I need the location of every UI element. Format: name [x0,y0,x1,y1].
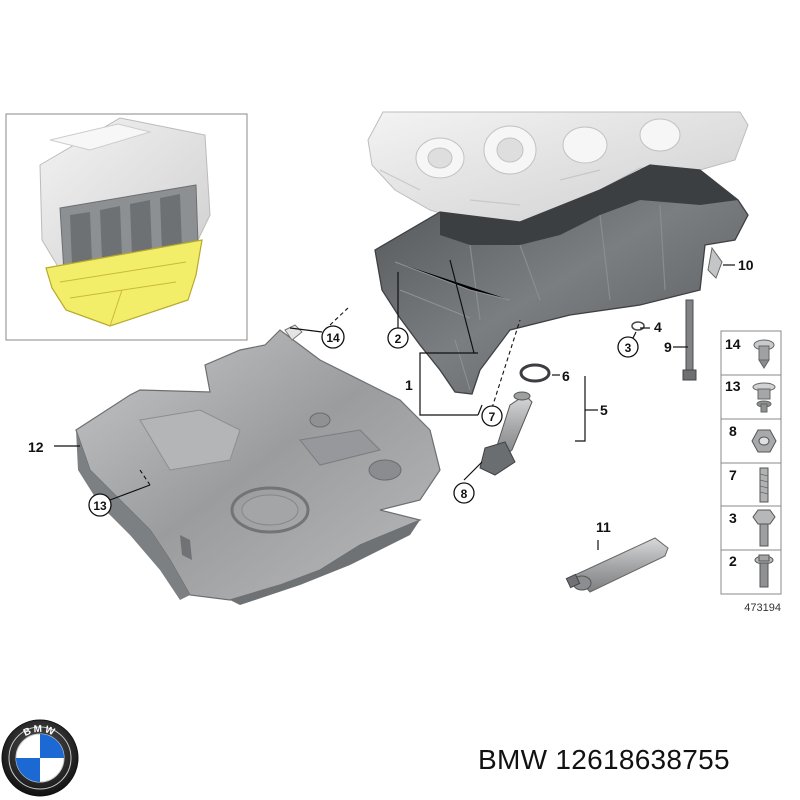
brand-name: BMW [478,744,548,775]
fastener-7-stud-icon [759,467,769,503]
legend-label-2: 2 [729,553,737,569]
callout-7-circle [481,405,503,427]
svg-text:BMW: BMW [22,724,58,739]
legend-label-8: 8 [729,423,737,439]
callout-9: 9 [664,339,672,355]
engine-block-illustration [367,111,749,223]
dipstick-guide-5-illustration [479,391,533,476]
fastener-legend: 14 13 8 7 3 2 [720,330,782,595]
fastener-13-icon [752,382,776,413]
bolt-9-illustration [682,299,697,381]
part-number: 12618638755 [555,744,730,775]
callout-7: 7 [489,410,496,424]
legend-label-3: 3 [729,510,737,526]
callout-11: 11 [596,519,611,535]
fastener-2-bolt-icon [754,554,774,588]
sealant-tube-11-illustration [565,537,669,593]
gasket-6-illustration [519,363,551,383]
callout-14-circle [321,325,345,349]
legend-label-14: 14 [725,336,741,352]
callout-1: 1 [405,377,413,393]
callout-13: 13 [93,499,107,513]
fastener-3-bolt-icon [752,509,776,547]
callout-5: 5 [600,402,608,418]
legend-label-7: 7 [729,467,737,483]
bmw-logo: BMW [1,719,79,797]
callout-8: 8 [461,487,468,501]
fastener-8-nut-icon [751,429,777,453]
bmw-logo-text: BMW [22,724,56,739]
sensor-8-illustration [479,441,516,476]
callout-13-circle [88,493,112,517]
underbody-shield-illustration [75,324,441,605]
callout-10: 10 [738,257,754,273]
overview-inset [5,113,248,341]
drawing-number: 473194 [744,602,781,614]
callout-4: 4 [654,319,662,335]
level-sensor-10 [707,246,723,279]
circled-callouts: 2 3 7 8 13 14 [88,325,639,517]
callout-14: 14 [326,331,340,345]
callout-3: 3 [625,341,632,355]
callout-3-circle [617,336,639,358]
o-ring-4-illustration [631,321,645,331]
callout-labels: 1 5 6 4 9 10 11 12 [28,257,754,535]
leader-lines [54,259,735,550]
callout-12: 12 [28,439,44,455]
legend-label-13: 13 [725,378,741,394]
callout-8-circle [453,482,475,504]
oil-pan-highlight [45,239,203,327]
engine-overview-illustration [39,117,211,327]
callout-6: 6 [562,368,570,384]
oil-pan-illustration [374,164,749,395]
fastener-14-icon [753,339,775,369]
callout-2: 2 [395,332,402,346]
callout-2-circle [387,327,409,349]
